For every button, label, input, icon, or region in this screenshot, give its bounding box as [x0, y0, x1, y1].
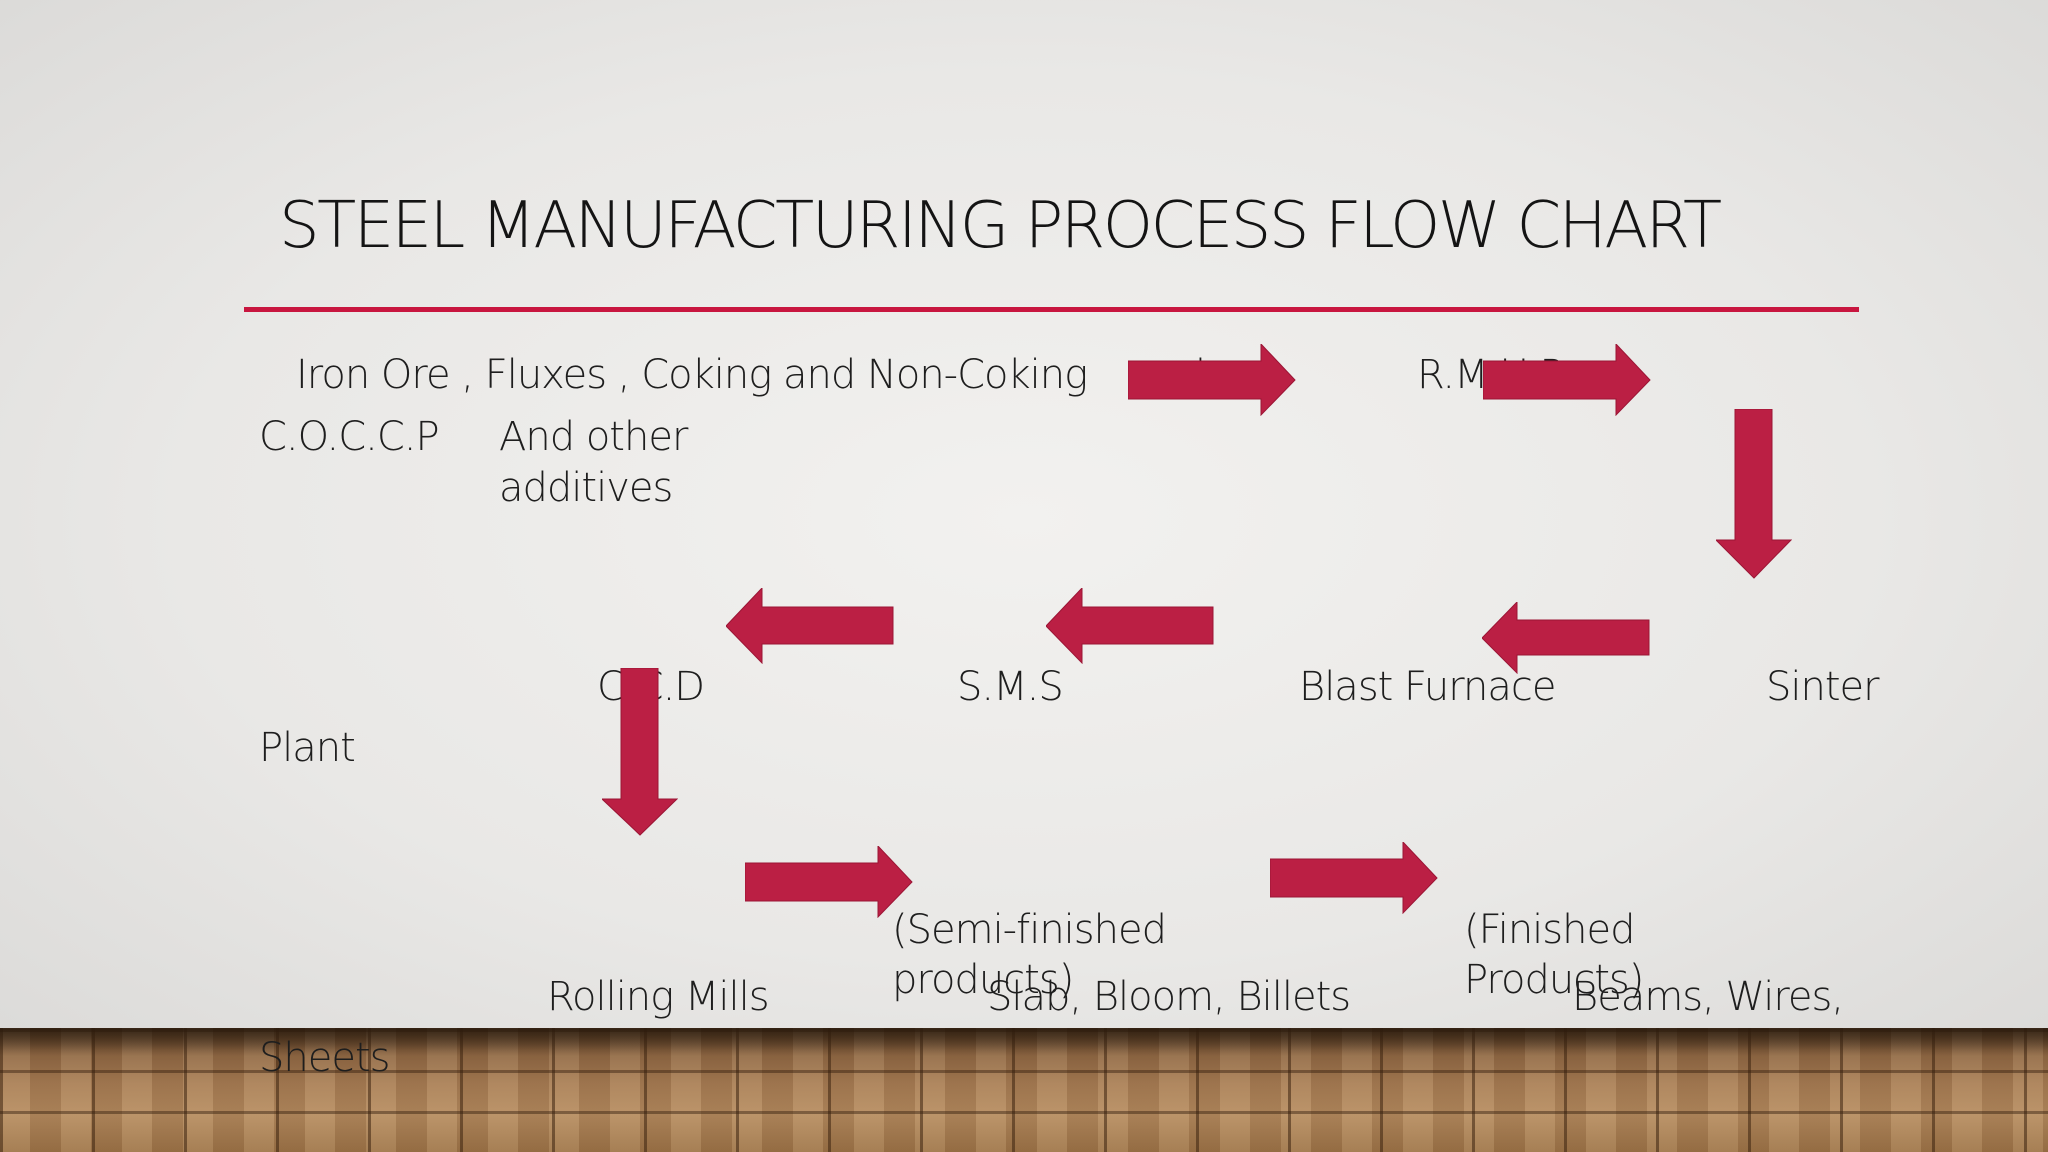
semi-finished-line1: (Semi-finished	[892, 907, 1167, 953]
cocccp-label: C.O.C.C.P	[259, 414, 440, 460]
raw-materials-text: Iron Ore , Fluxes , Coking and Non-Cokin…	[296, 352, 1088, 398]
title-underline	[244, 307, 1859, 312]
wood-floor-background	[0, 1028, 2048, 1152]
plant-label: Plant	[259, 725, 356, 771]
arrow-left-to-blast-furnace	[1482, 602, 1650, 674]
sinter-label: Sinter	[1766, 664, 1880, 710]
other-additives-line1: And other	[499, 414, 688, 460]
slab-bloom-billets-label: Slab, Bloom, Billets	[987, 974, 1351, 1020]
beams-wires-label: Beams, Wires,	[1572, 974, 1844, 1020]
arrow-right-to-rmhp	[1128, 344, 1296, 416]
arrow-left-to-ccd	[726, 588, 894, 664]
arrow-left-to-sms	[1046, 588, 1214, 664]
sheets-label: Sheets	[259, 1035, 390, 1081]
rolling-mills-label: Rolling Mills	[547, 974, 770, 1020]
sms-label: S.M.S	[957, 664, 1064, 710]
finished-line2: Products)	[1464, 957, 1644, 1003]
arrow-right-from-rmhp	[1483, 344, 1651, 416]
arrow-right-to-finished	[1270, 842, 1438, 914]
slide-title: STEEL MANUFACTURING PROCESS FLOW CHART	[279, 189, 1722, 263]
semi-finished-line2: products)	[892, 957, 1074, 1003]
blast-furnace-label: Blast Furnace	[1299, 664, 1556, 710]
other-additives-line2: additives	[499, 465, 673, 511]
arrow-down-to-rolling-mills	[602, 668, 678, 836]
arrow-right-to-semi-finished	[745, 846, 913, 918]
arrow-down-to-sinter	[1716, 409, 1792, 579]
finished-line1: (Finished	[1464, 907, 1635, 953]
